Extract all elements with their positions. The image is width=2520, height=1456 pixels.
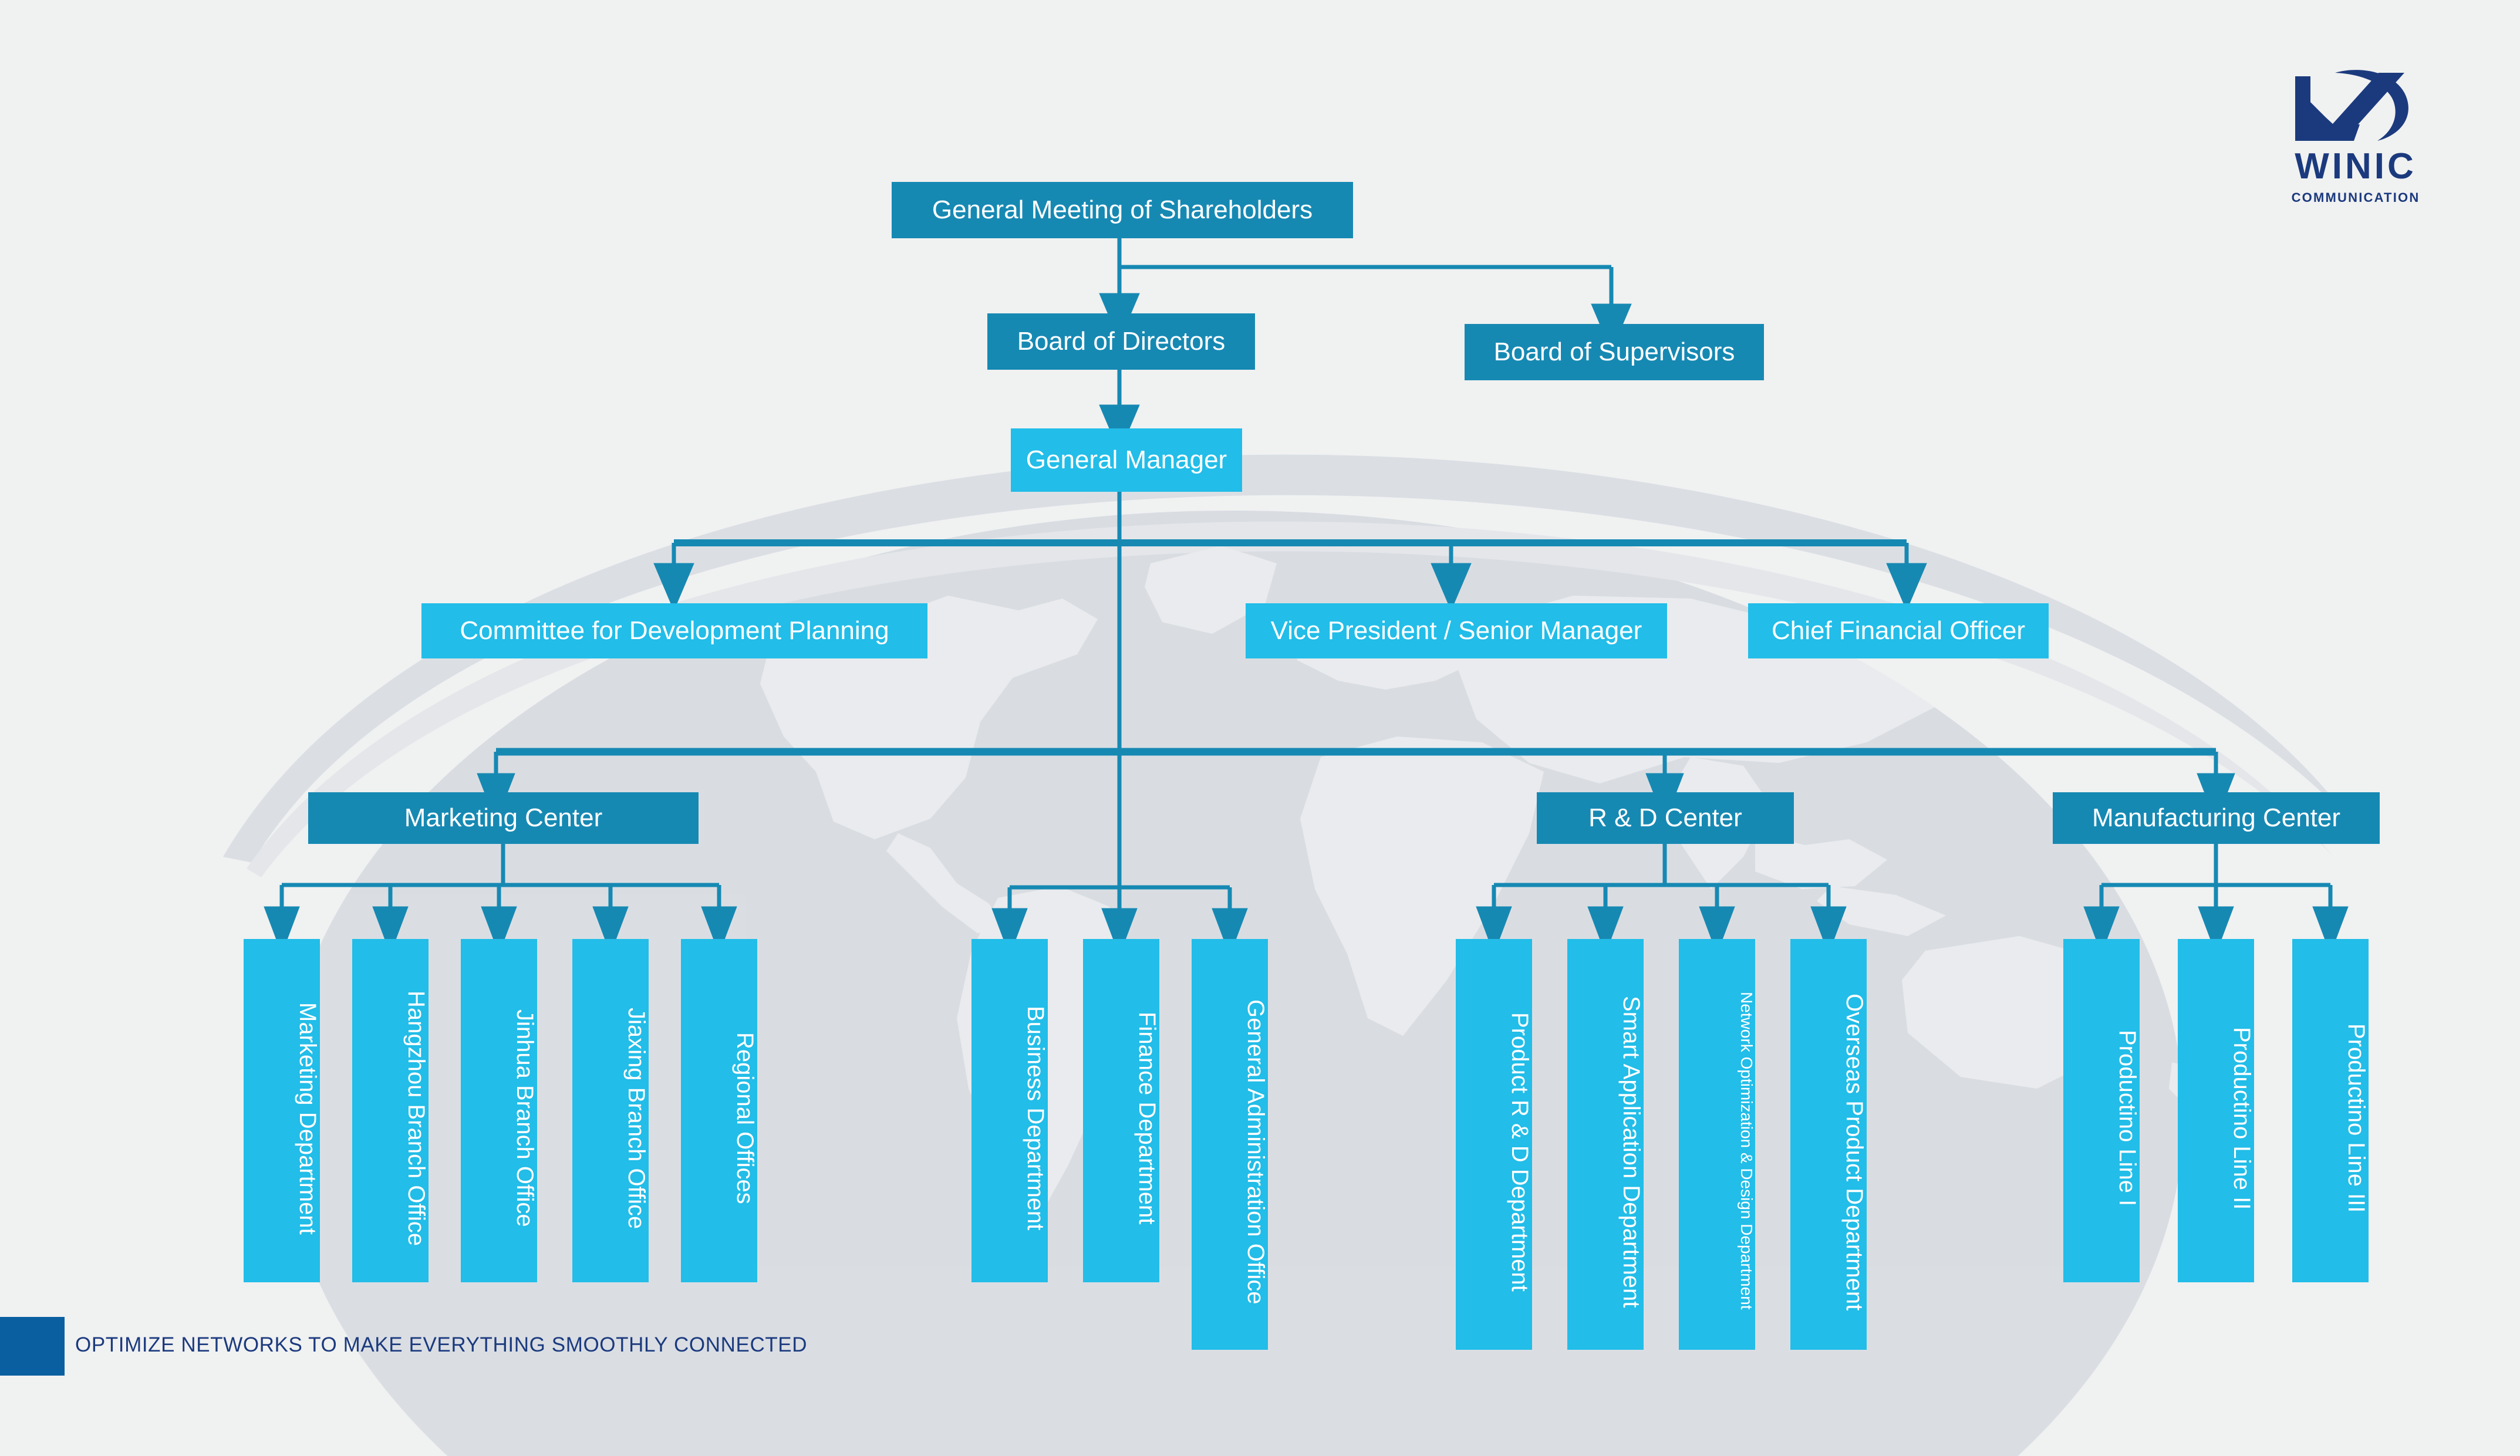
node-jiaxing-branch-office[interactable]: Jiaxing Branch Office	[572, 939, 649, 1282]
winic-globe-logo-icon	[2295, 70, 2408, 141]
brand-logo: WINIC COMMUNICATION	[2259, 66, 2452, 205]
footer-tagline: OPTIMIZE NETWORKS TO MAKE EVERYTHING SMO…	[75, 1333, 808, 1356]
node-chief-financial-officer[interactable]: Chief Financial Officer	[1748, 603, 2049, 658]
node-vice-president-senior-manager[interactable]: Vice President / Senior Manager	[1246, 603, 1667, 658]
node-label: Productino Line III	[2343, 1023, 2369, 1213]
node-label: General Meeting of Shareholders	[932, 195, 1313, 224]
node-hangzhou-branch-office[interactable]: Hangzhou Branch Office	[352, 939, 429, 1282]
node-label: Jiaxing Branch Office	[623, 1007, 649, 1229]
node-business-department[interactable]: Business Department	[971, 939, 1048, 1282]
node-manufacturing-center[interactable]: Manufacturing Center	[2053, 792, 2380, 844]
brand-subtitle: COMMUNICATION	[2291, 190, 2420, 205]
node-label: Product R & D Department	[1507, 1012, 1533, 1292]
node-marketing-department[interactable]: Marketing Department	[244, 939, 321, 1282]
node-label: Overseas Product Department	[1841, 993, 1867, 1311]
node-general-meeting-of-shareholders[interactable]: General Meeting of Shareholders	[892, 182, 1353, 238]
node-product-rd-department[interactable]: Product R & D Department	[1456, 939, 1533, 1350]
node-board-of-supervisors[interactable]: Board of Supervisors	[1465, 324, 1764, 380]
node-label: Finance Department	[1134, 1012, 1160, 1225]
node-label: General Manager	[1025, 445, 1227, 474]
node-rd-center[interactable]: R & D Center	[1537, 792, 1794, 844]
node-label: Business Department	[1023, 1006, 1048, 1231]
node-label: Marketing Department	[295, 1002, 321, 1235]
node-label: Marketing Center	[404, 803, 603, 832]
node-label: Manufacturing Center	[2091, 803, 2341, 832]
node-board-of-directors[interactable]: Board of Directors	[987, 313, 1255, 370]
node-production-line-2[interactable]: Productino Line II	[2178, 939, 2255, 1282]
node-label: Board of Directors	[1017, 326, 1226, 356]
footer-accent-swatch	[0, 1317, 65, 1376]
node-general-manager[interactable]: General Manager	[1011, 428, 1242, 492]
node-label: Committee for Development Planning	[460, 616, 889, 645]
node-general-administration-office[interactable]: General Administration Office	[1192, 939, 1269, 1350]
node-marketing-center[interactable]: Marketing Center	[308, 792, 699, 844]
node-regional-offices[interactable]: Regional Offices	[681, 939, 758, 1282]
node-label: Regional Offices	[732, 1032, 758, 1204]
node-label: Network Optimization & Design Department	[1738, 992, 1756, 1310]
node-overseas-product-department[interactable]: Overseas Product Department	[1790, 939, 1867, 1350]
node-label: Board of Supervisors	[1493, 337, 1735, 366]
node-label: Productino Line II	[2229, 1026, 2255, 1210]
node-label: General Administration Office	[1243, 999, 1269, 1305]
node-finance-department[interactable]: Finance Department	[1083, 939, 1160, 1282]
node-committee-for-development-planning[interactable]: Committee for Development Planning	[421, 603, 927, 658]
node-production-line-1[interactable]: Productino Line I	[2063, 939, 2140, 1282]
node-label: Vice President / Senior Manager	[1270, 616, 1642, 645]
node-smart-application-department[interactable]: Smart Application Department	[1567, 939, 1644, 1350]
node-label: R & D Center	[1588, 803, 1742, 832]
node-production-line-3[interactable]: Productino Line III	[2292, 939, 2369, 1282]
node-label: Productino Line I	[2114, 1030, 2140, 1207]
node-label: Smart Application Department	[1618, 996, 1644, 1308]
node-label: Jinhua Branch Office	[512, 1009, 538, 1227]
node-label: Chief Financial Officer	[1771, 616, 2026, 645]
node-label: Hangzhou Branch Office	[403, 990, 429, 1246]
brand-wordmark: WINIC	[2295, 146, 2417, 187]
node-jinhua-branch-office[interactable]: Jinhua Branch Office	[461, 939, 538, 1282]
node-network-optimization-design-department[interactable]: Network Optimization & Design Department	[1679, 939, 1756, 1350]
